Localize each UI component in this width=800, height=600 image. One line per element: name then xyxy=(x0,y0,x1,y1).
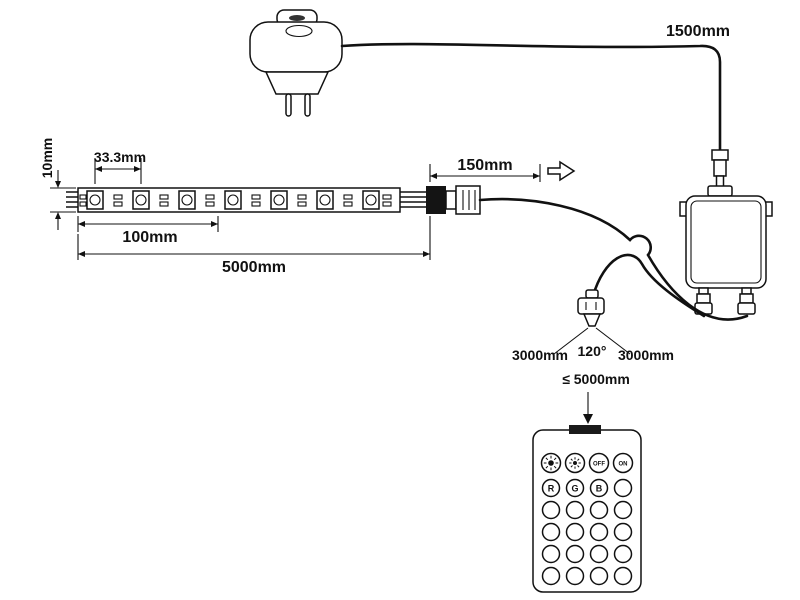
label-strip-height: 10mm xyxy=(39,138,55,178)
label-ir-cable-right: 3000mm xyxy=(618,347,674,363)
strip-connector-icon xyxy=(400,185,481,215)
label-ir-angle: 120° xyxy=(578,343,607,359)
led-chip-icons xyxy=(86,190,380,210)
remote-button-grid xyxy=(541,500,633,586)
resistor-pads xyxy=(79,194,392,207)
remote-color-row: R G B xyxy=(541,478,633,498)
controller-output-right xyxy=(737,287,756,315)
dimension-connector-cable: 150mm xyxy=(429,157,576,182)
g-button-label: G xyxy=(571,484,578,494)
label-cut-segment: 100mm xyxy=(122,229,177,246)
power-adapter-icon xyxy=(249,9,343,117)
label-connector-cable: 150mm xyxy=(457,157,512,174)
power-cable xyxy=(340,42,722,152)
ir-receiver-cable xyxy=(591,253,706,318)
label-led-pitch: 33.3mm xyxy=(94,149,146,165)
ir-emitter-window xyxy=(569,425,601,434)
label-remote-range: ≤ 5000mm xyxy=(562,371,630,387)
controller-output-left xyxy=(694,287,713,315)
b-button-label: B xyxy=(596,484,603,494)
ir-receiver-icon xyxy=(577,289,605,327)
range-arrow-icon xyxy=(583,392,593,424)
dc-connector-icon xyxy=(707,149,733,197)
strip-to-controller-cable xyxy=(478,197,749,321)
led-strip xyxy=(66,187,401,213)
remote-button-brightness-up xyxy=(540,452,562,474)
sun-dim-icon xyxy=(569,457,581,469)
remote-button-on: ON xyxy=(612,452,634,474)
dimension-strip-height: 10mm xyxy=(39,138,76,230)
remote-control: OFF ON R G B xyxy=(532,425,642,593)
dimension-led-pitch: 33.3mm xyxy=(94,149,146,184)
off-button-label: OFF xyxy=(593,462,605,468)
remote-button-brightness-down xyxy=(564,452,586,474)
dimension-cut-segment: 100mm xyxy=(77,216,219,246)
label-strip-length: 5000mm xyxy=(222,259,286,276)
controller-box-icon xyxy=(679,195,773,315)
on-button-label: ON xyxy=(619,462,628,468)
sun-icon xyxy=(543,455,559,471)
label-power-cable-length: 1500mm xyxy=(666,23,730,40)
plug-direction-arrow-icon xyxy=(547,160,576,182)
remote-button-off: OFF xyxy=(588,452,610,474)
ir-beam-angle xyxy=(553,327,631,355)
r-button-label: R xyxy=(548,484,555,494)
dimension-strip-length: 5000mm xyxy=(77,216,431,276)
label-ir-cable-left: 3000mm xyxy=(512,347,568,363)
